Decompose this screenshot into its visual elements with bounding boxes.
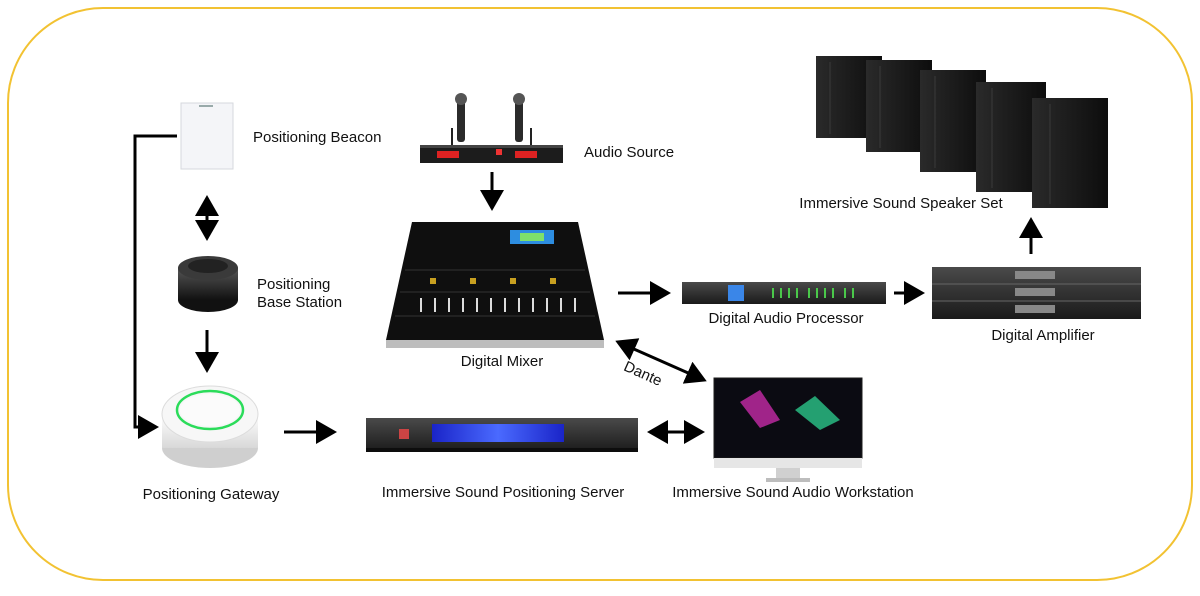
processor-label: Digital Audio Processor	[708, 310, 864, 327]
beacon-gateway-link	[133, 134, 177, 439]
mixer-workstation-dante-arrow	[615, 338, 707, 384]
amplifier-label: Digital Amplifier	[991, 327, 1095, 344]
audio-processor-rack-icon	[682, 282, 886, 304]
base-station-puck-icon	[178, 256, 238, 312]
server-label: Immersive Sound Positioning Server	[381, 484, 625, 501]
speaker-cabinet-icon	[816, 56, 1108, 208]
gateway-label: Positioning Gateway	[142, 486, 280, 503]
beacon-label: Positioning Beacon	[253, 129, 382, 146]
workstation-label: Immersive Sound Audio Workstation	[672, 484, 914, 501]
audio-source-label: Audio Source	[584, 144, 675, 161]
wireless-mic-receiver-icon	[420, 93, 563, 163]
base-station-label-line2: Base Station	[257, 294, 343, 311]
base-station-label-line1: Positioning	[257, 276, 331, 293]
gateway-hub-icon	[161, 385, 259, 468]
outer-border	[7, 7, 1193, 581]
server-rack-icon	[366, 418, 638, 452]
monitor-icon	[713, 377, 863, 482]
speakers-label: Immersive Sound Speaker Set	[799, 195, 1003, 212]
beacon-card-icon	[180, 102, 234, 170]
mixing-console-icon	[386, 222, 604, 348]
mixer-label: Digital Mixer	[460, 353, 544, 370]
amplifier-rack-icon	[932, 267, 1141, 319]
